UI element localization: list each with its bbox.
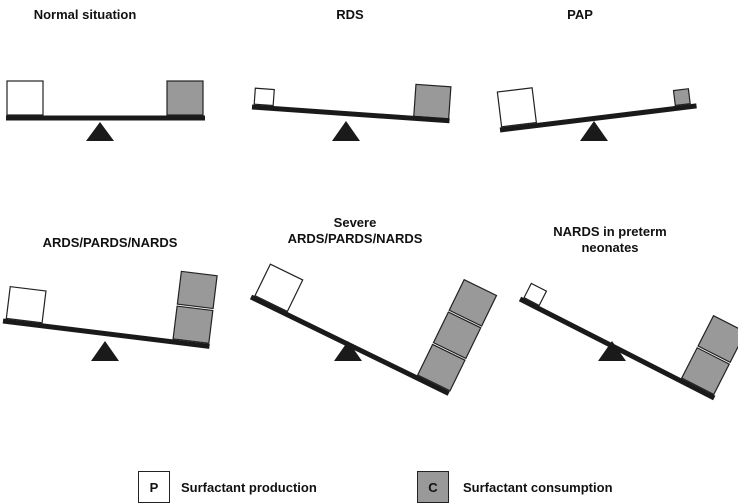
legend-consumption-box: C [417,471,449,503]
fulcrum [580,121,608,141]
panel-severe [249,263,498,396]
consumption-box [416,343,466,392]
panel-title-pap: PAP [567,7,593,22]
production-box [253,87,275,107]
seesaw-beam [2,318,210,349]
consumption-box [172,305,214,344]
panel-pap [496,87,697,141]
production-box [5,285,47,324]
fulcrum [332,121,360,141]
production-box [6,80,44,116]
panel-normal [6,80,205,141]
panel-title-preterm: NARDS in preterm neonates [553,224,667,255]
legend-consumption-label: Surfactant consumption [463,480,613,495]
consumption-box [432,311,482,360]
consumption-box [672,88,691,107]
production-box [496,87,538,128]
panel-rds [251,83,452,141]
legend-production-label: Surfactant production [181,480,317,495]
production-box [523,282,548,307]
consumption-box [176,270,218,310]
panel-title-normal: Normal situation [33,7,137,22]
fulcrum [86,122,114,141]
production-box [254,263,304,313]
panel-title-rds: RDS [336,7,364,22]
panel-preterm [518,282,738,401]
legend-production-box: P [138,471,170,503]
seesaw-beam [251,104,450,124]
fulcrum [598,341,626,361]
seesaw-beam [499,103,697,133]
panel-title-severe: Severe ARDS/PARDS/NARDS [287,215,423,246]
consumption-box [166,80,204,116]
panel-ards [2,270,218,361]
consumption-box [448,278,498,327]
fulcrum [91,341,119,361]
consumption-box [680,346,731,396]
consumption-box [413,83,452,120]
panel-title-ards: ARDS/PARDS/NARDS [42,235,178,250]
fulcrum [334,341,362,361]
